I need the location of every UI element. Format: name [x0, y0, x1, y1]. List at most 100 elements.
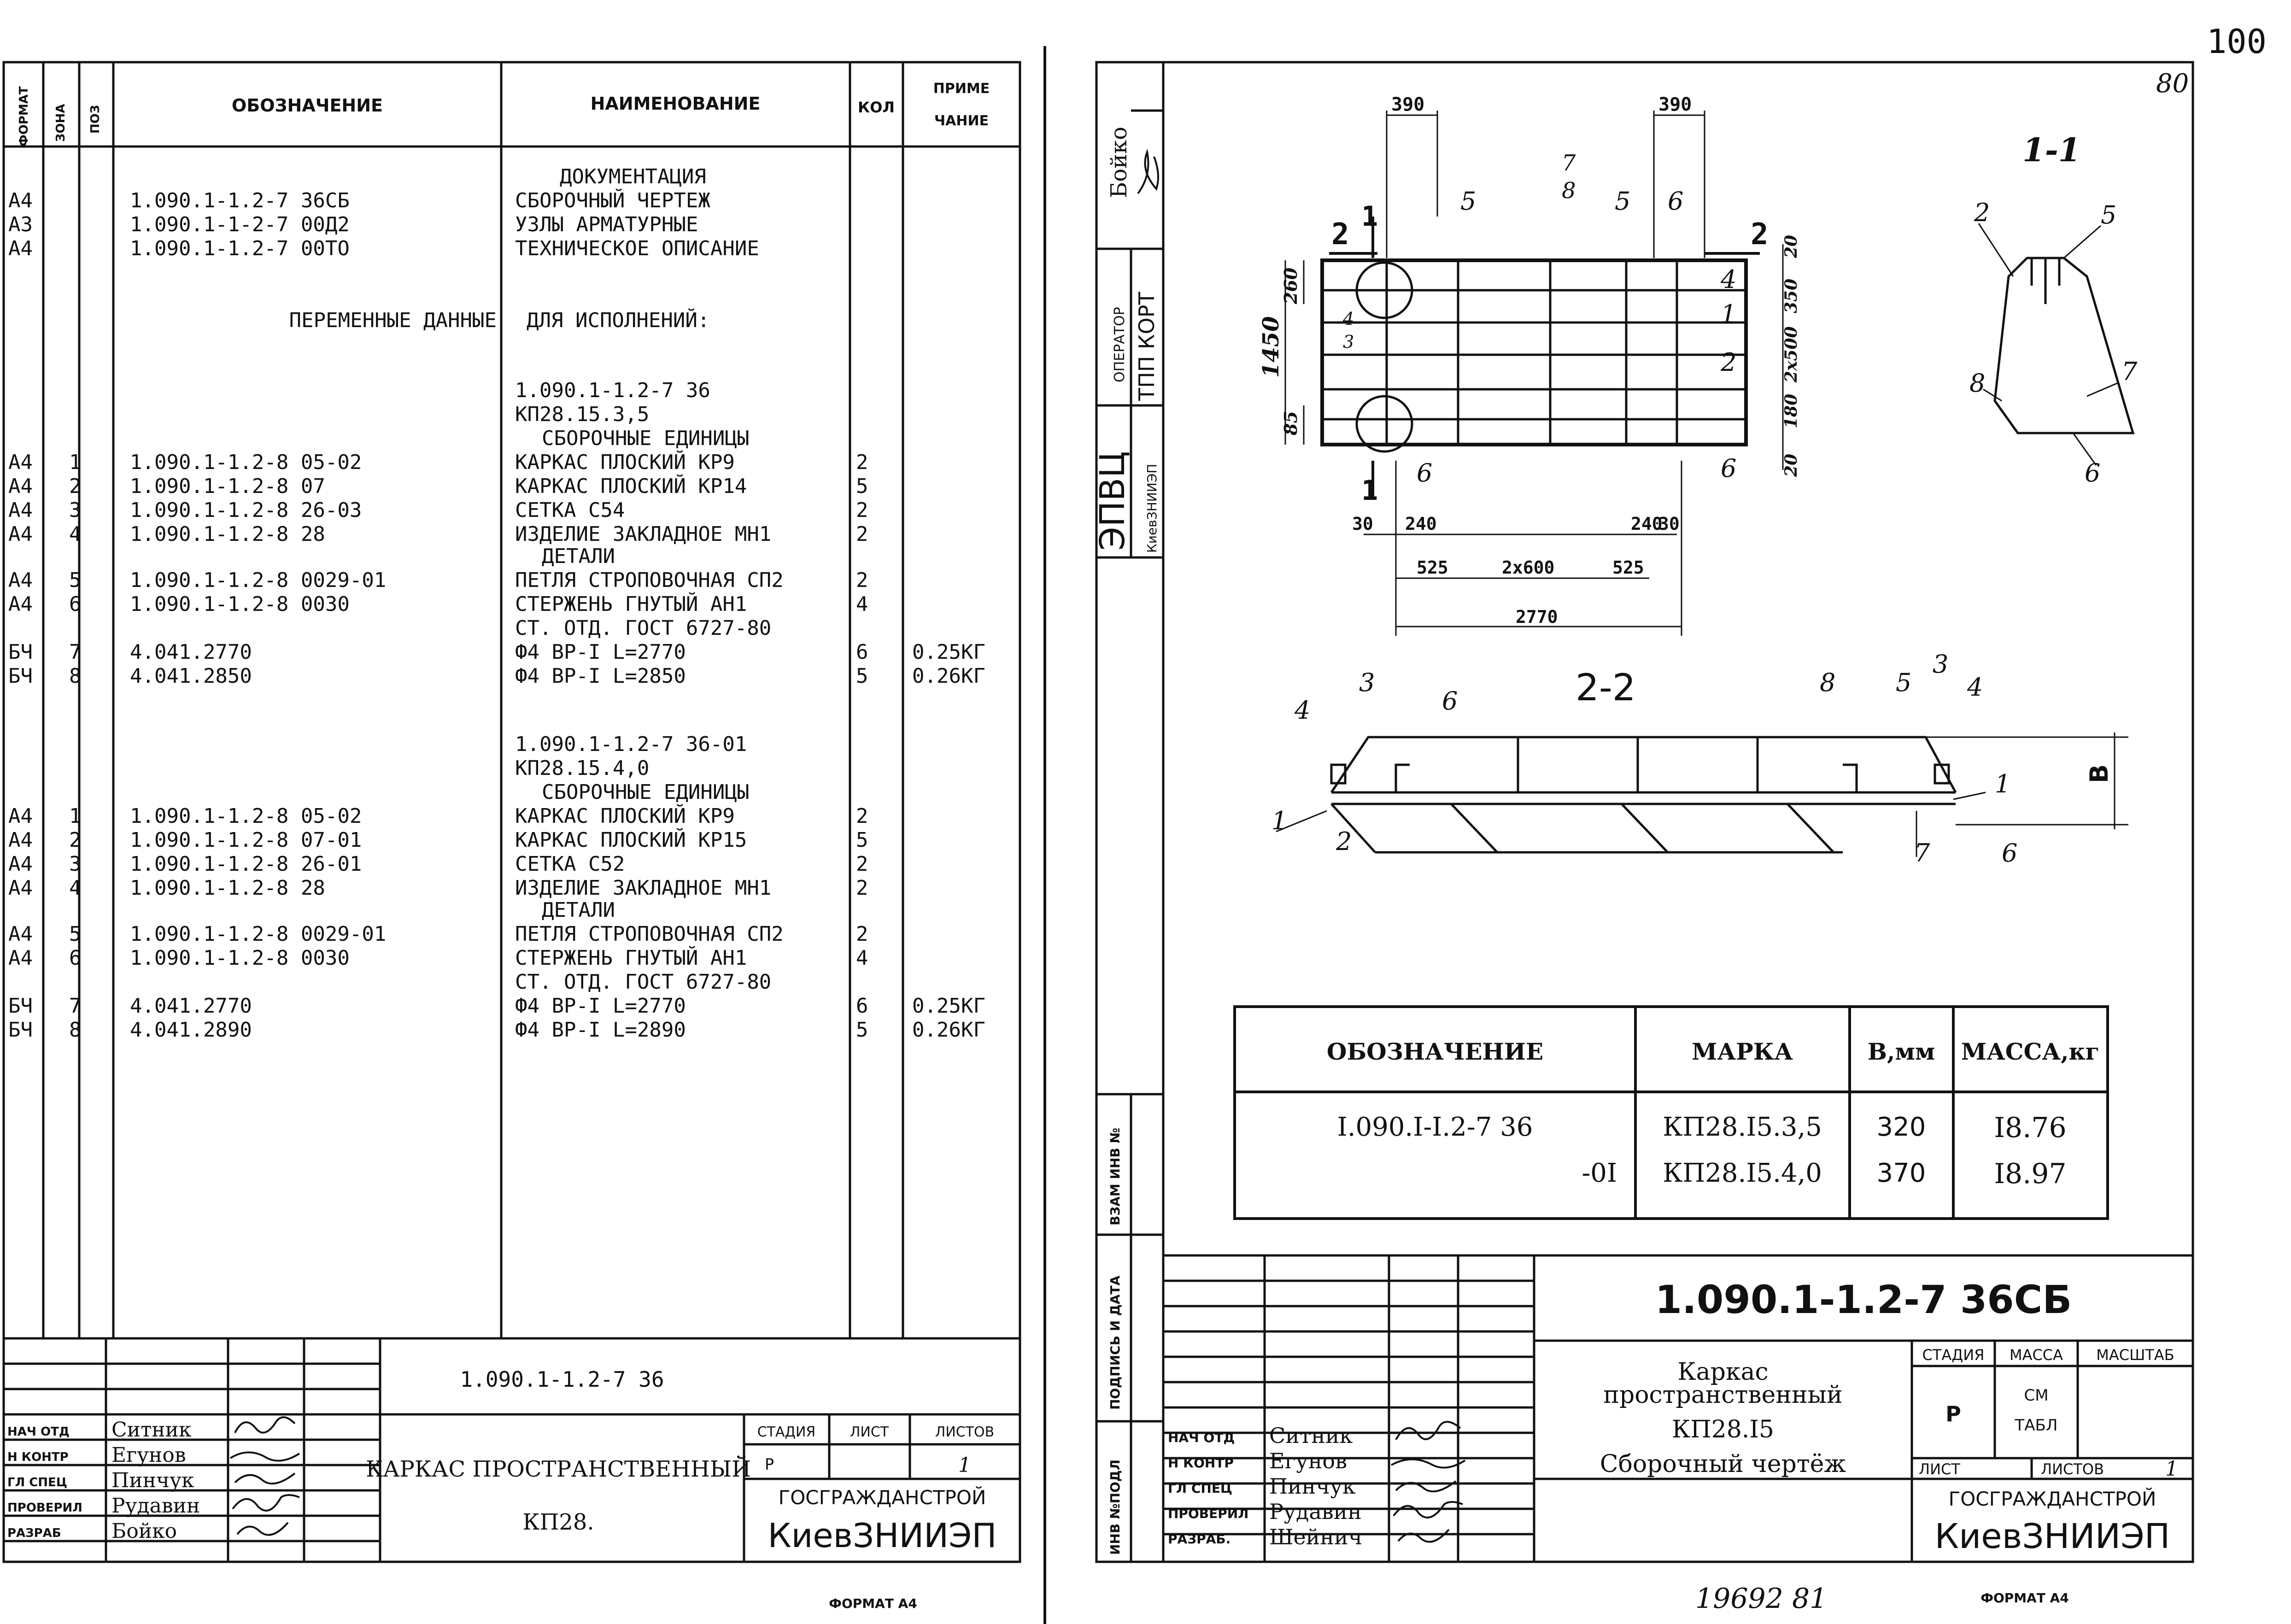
- spec-title-block: 1.090.1-1.2-7 36 КАРКАС ПРОСТРАНСТВЕННЫЙ…: [7, 1367, 997, 1611]
- spec-header-note-1: ПРИМЕ: [933, 81, 990, 97]
- dim-label: 1450: [1258, 316, 1284, 378]
- row-pos: 1: [69, 451, 82, 474]
- table-header: МАССА,кг: [1961, 1038, 2100, 1065]
- doc-format: А4: [8, 237, 33, 260]
- row-format: А4: [8, 592, 33, 616]
- row-designation: 1.090.1-1.2-8 26-03: [130, 498, 362, 522]
- spec-header-designation: ОБОЗНАЧЕНИЕ: [232, 95, 383, 116]
- row-pos: 4: [69, 876, 82, 900]
- row-format: БЧ: [8, 640, 33, 664]
- section-title-documentation: ДОКУМЕНТАЦИЯ: [560, 165, 706, 188]
- row-pos: 1: [69, 804, 82, 828]
- row-pos: 8: [69, 1018, 82, 1042]
- row-format: А4: [8, 852, 33, 876]
- row-format: А4: [8, 569, 33, 592]
- callout: 6: [1417, 458, 1432, 487]
- drawing-title-block: 1.090.1-1.2-7 36СБ Каркас пространственн…: [1168, 1277, 2178, 1615]
- spec-title-2: КП28.: [522, 1509, 594, 1535]
- variant-code: 1.090.1-1.2-7 36: [515, 379, 710, 402]
- spec-header-qty: КОЛ: [858, 99, 895, 116]
- dim-label: 2x600: [1502, 557, 1554, 578]
- callout: 2: [1974, 198, 1990, 227]
- row-format: БЧ: [8, 664, 33, 688]
- drawing-code: 1.090.1-1.2-7 36СБ: [1655, 1277, 2072, 1322]
- person-name: Рудавин: [111, 1494, 200, 1518]
- row-qty: 4: [856, 946, 868, 970]
- row-qty: 2: [856, 451, 868, 474]
- row-designation: 1.090.1-1.2-8 0029-01: [130, 922, 386, 946]
- row-name: Ф4 ВР-I L=2770: [515, 640, 686, 664]
- person-name: Егунов: [1269, 1448, 1347, 1473]
- stage-label: СТАДИЯ: [1922, 1346, 1985, 1364]
- stamp-operator: ТПП КОРТ: [1134, 291, 1159, 401]
- callout-fraction-top: 7: [1562, 150, 1576, 176]
- section-mark: 1: [1361, 475, 1378, 507]
- dim-label: 85: [1280, 411, 1301, 436]
- role-label: ГЛ СПЕЦ: [7, 1476, 67, 1489]
- section-title: 1-1: [2022, 131, 2080, 169]
- section-title: 2-2: [1576, 666, 1636, 709]
- table-cell-mark: КП28.I5.4,0: [1663, 1158, 1822, 1188]
- section-title-details: ДЕТАЛИ: [542, 545, 615, 568]
- side-field-label: ИНВ №ПОДЛ: [1107, 1460, 1123, 1555]
- row-pos: 5: [69, 569, 82, 592]
- row-pos: 3: [69, 852, 82, 876]
- row-pos: 6: [69, 946, 82, 970]
- row-designation: 1.090.1-1.2-8 05-02: [130, 451, 362, 474]
- variant-mark: КП28.15.4,0: [515, 756, 649, 780]
- table-cell-b: 320: [1877, 1112, 1926, 1142]
- row-qty: 5: [856, 664, 868, 688]
- row-pos: 3: [69, 498, 82, 522]
- handwritten-page-number: 80: [2156, 69, 2189, 99]
- handwritten-note: 19692 81: [1695, 1583, 1827, 1615]
- row-name: СТЕРЖЕНЬ ГНУТЫЙ АН1: [515, 945, 747, 970]
- row-format: А4: [8, 498, 33, 522]
- role-label: НАЧ ОТД: [1168, 1430, 1235, 1445]
- dim-label: 390: [1658, 94, 1692, 115]
- callout: 5: [1615, 187, 1630, 216]
- callout: 4: [1342, 309, 1354, 329]
- spec-code: 1.090.1-1.2-7 36: [460, 1367, 664, 1392]
- dim-label: 2770: [1516, 607, 1558, 627]
- role-label: ПРОВЕРИЛ: [1168, 1506, 1248, 1521]
- person-name: Шейнич: [1269, 1524, 1362, 1549]
- callout: 7: [2121, 357, 2138, 386]
- role-label: РАЗРАБ: [7, 1526, 61, 1540]
- row-designation: 1.090.1-1.2-8 0029-01: [130, 569, 386, 592]
- drawing-sheet: [1095, 61, 2194, 1563]
- spec-header-note-2: ЧАНИЕ: [934, 113, 989, 129]
- callout: 1: [1271, 806, 1287, 835]
- dim-label: 240: [1631, 514, 1663, 534]
- row-name: КАРКАС ПЛОСКИЙ КР9: [515, 803, 735, 828]
- role-label: ПРОВЕРИЛ: [7, 1501, 82, 1515]
- row-qty: 5: [856, 828, 868, 852]
- row-pos: 6: [69, 592, 82, 616]
- dim-label: 525: [1417, 557, 1448, 578]
- row-format: А4: [8, 876, 33, 900]
- table-cell-mass: I8.97: [1994, 1158, 2066, 1190]
- side-field-label: ПОДПИСЬ И ДАТА: [1107, 1275, 1123, 1410]
- sheets-value: 1: [958, 1454, 971, 1477]
- row-designation: 1.090.1-1.2-8 0030: [130, 592, 350, 616]
- role-label: Н КОНТР: [1168, 1455, 1234, 1471]
- row-format: А4: [8, 522, 33, 546]
- row-name: КАРКАС ПЛОСКИЙ КР9: [515, 450, 735, 474]
- spec-header-format: ФОРМАТ: [17, 86, 31, 147]
- row-name: СЕТКА С52: [515, 852, 625, 876]
- doc-format: А3: [8, 213, 33, 236]
- row-qty: 2: [856, 922, 868, 946]
- section-1-1: [1978, 223, 2135, 466]
- row-format: БЧ: [8, 994, 33, 1018]
- callout: 6: [1442, 686, 1458, 715]
- row-designation: 1.090.1-1.2-8 0030: [130, 946, 350, 970]
- plan-labels: 2 2 1 1 390 390 1450 260 85 20 350 2x500…: [1258, 94, 1801, 627]
- row-note: 0.25КГ: [912, 994, 985, 1018]
- person-name: Рудавин: [1269, 1499, 1362, 1524]
- page-number: 100: [2207, 22, 2267, 61]
- sheets-label: ЛИСТОВ: [935, 1424, 994, 1440]
- row-format: А4: [8, 475, 33, 498]
- callout: 3: [1359, 668, 1375, 697]
- section-2-2-labels: 2-2 4 3 6 8 5 3 4 1 1 2 7 6 В: [1271, 650, 2114, 868]
- row-pos: 4: [69, 522, 82, 546]
